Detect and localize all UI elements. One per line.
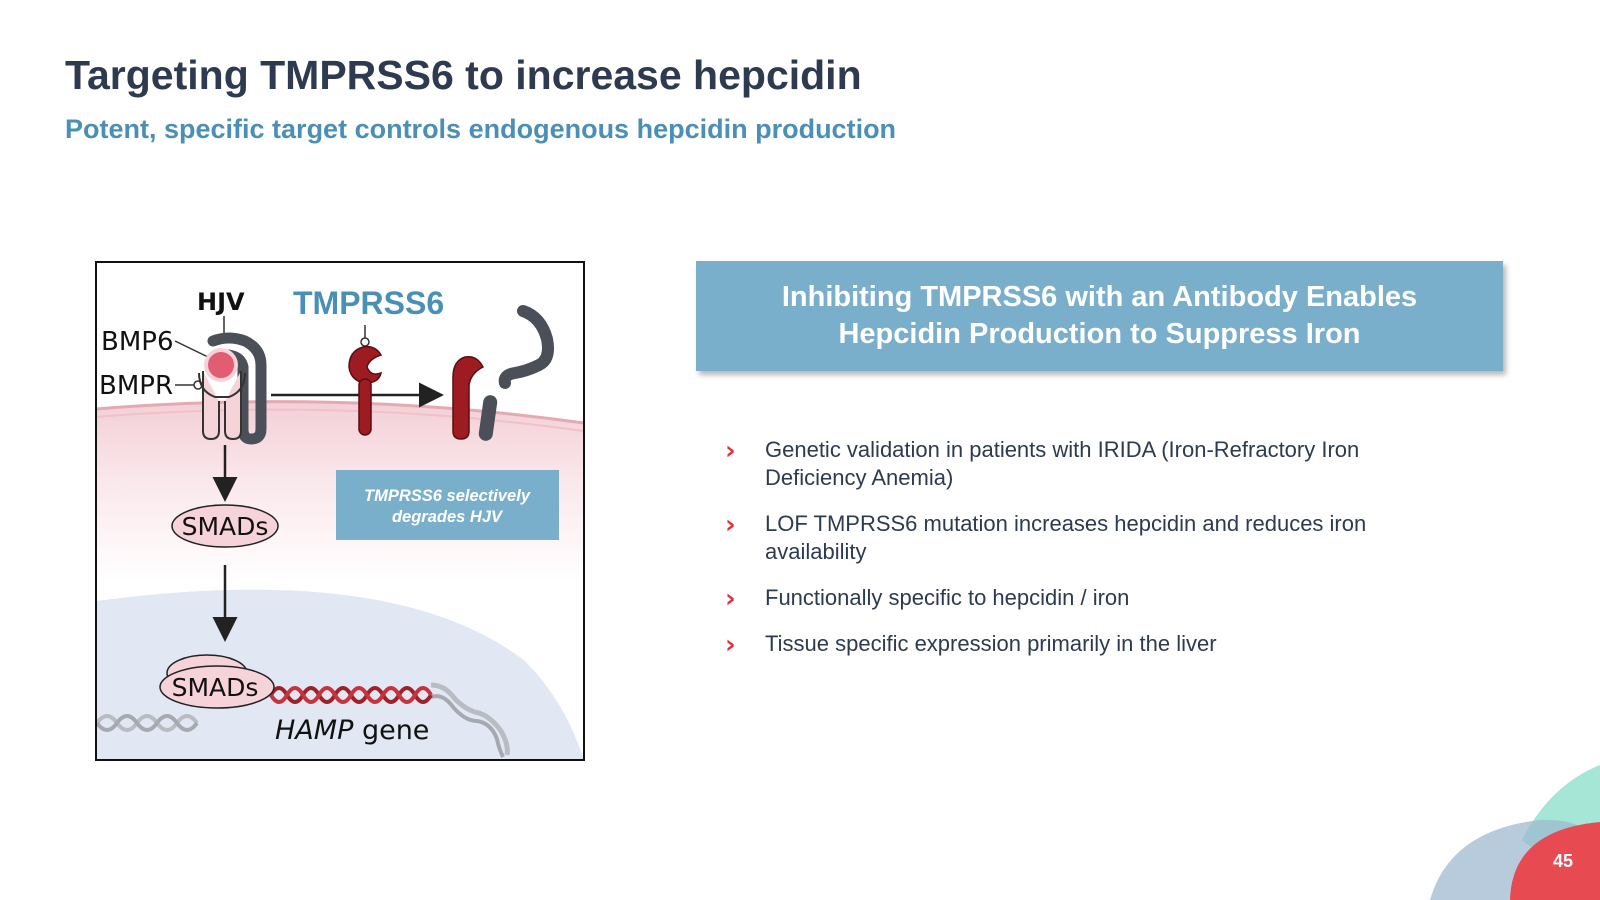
hjv-fragment-membrane [478, 395, 498, 441]
slide-title: Targeting TMPRSS6 to increase hepcidin [65, 52, 862, 98]
figure-frame [95, 261, 585, 761]
tmprss6-note-box [336, 470, 559, 540]
tmprss6-pathway-diagram: HJV TMPRSS6 BMP6 BMPR SM [95, 261, 585, 761]
bmpr-receptor [202, 371, 220, 441]
bmpr-label: BMPR [99, 371, 173, 401]
bullet-text: Functionally specific to hepcidin / iron [765, 585, 1130, 610]
bullet-item: › Genetic validation in patients with IR… [725, 436, 1425, 492]
svg-text:SMADs: SMADs [182, 512, 269, 541]
chevron-right-icon: › [725, 510, 736, 540]
bullet-text: Tissue specific expression primarily in … [765, 631, 1217, 656]
bullet-list: › Genetic validation in patients with IR… [725, 436, 1425, 676]
bullet-item: › Tissue specific expression primarily i… [725, 630, 1425, 660]
chevron-right-icon: › [725, 436, 736, 466]
svg-text:TMPRSS6 selectively: TMPRSS6 selectively [364, 487, 531, 505]
cell-membrane [95, 400, 585, 425]
svg-text:SMADs: SMADs [172, 673, 259, 702]
hamp-gene-label: HAMP gene [275, 715, 429, 746]
bullet-text: LOF TMPRSS6 mutation increases hepcidin … [765, 511, 1367, 564]
tmprss6-label: TMPRSS6 [293, 285, 444, 321]
dna-strand-right [430, 682, 510, 756]
hjv-protein [207, 332, 267, 445]
page-number: 45 [1552, 851, 1573, 871]
bmp6-ligand [204, 348, 238, 382]
bullet-text: Genetic validation in patients with IRID… [765, 437, 1360, 490]
slide-subtitle: Potent, specific target controls endogen… [65, 114, 897, 144]
key-message-callout: Inhibiting TMPRSS6 with an Antibody Enab… [696, 261, 1503, 371]
tmprss6-active-protein [452, 355, 485, 440]
chevron-right-icon: › [725, 630, 736, 660]
callout-line-1: Inhibiting TMPRSS6 with an Antibody Enab… [781, 281, 1418, 313]
dna-strand-left [95, 714, 199, 732]
bmp6-label: BMP6 [101, 327, 174, 357]
hjv-label: HJV [197, 288, 245, 316]
corner-decoration [1430, 765, 1600, 900]
smads-nucleus [159, 665, 275, 709]
bullet-item: › Functionally specific to hepcidin / ir… [725, 584, 1425, 614]
hjv-fragment-released [498, 305, 554, 389]
callout-line-2: Hepcidin Production to Suppress Iron [838, 318, 1361, 350]
smads-cytoplasm [171, 504, 279, 548]
chevron-right-icon: › [725, 584, 736, 614]
svg-text:degrades HJV: degrades HJV [392, 508, 504, 526]
bullet-item: › LOF TMPRSS6 mutation increases hepcidi… [725, 510, 1425, 566]
